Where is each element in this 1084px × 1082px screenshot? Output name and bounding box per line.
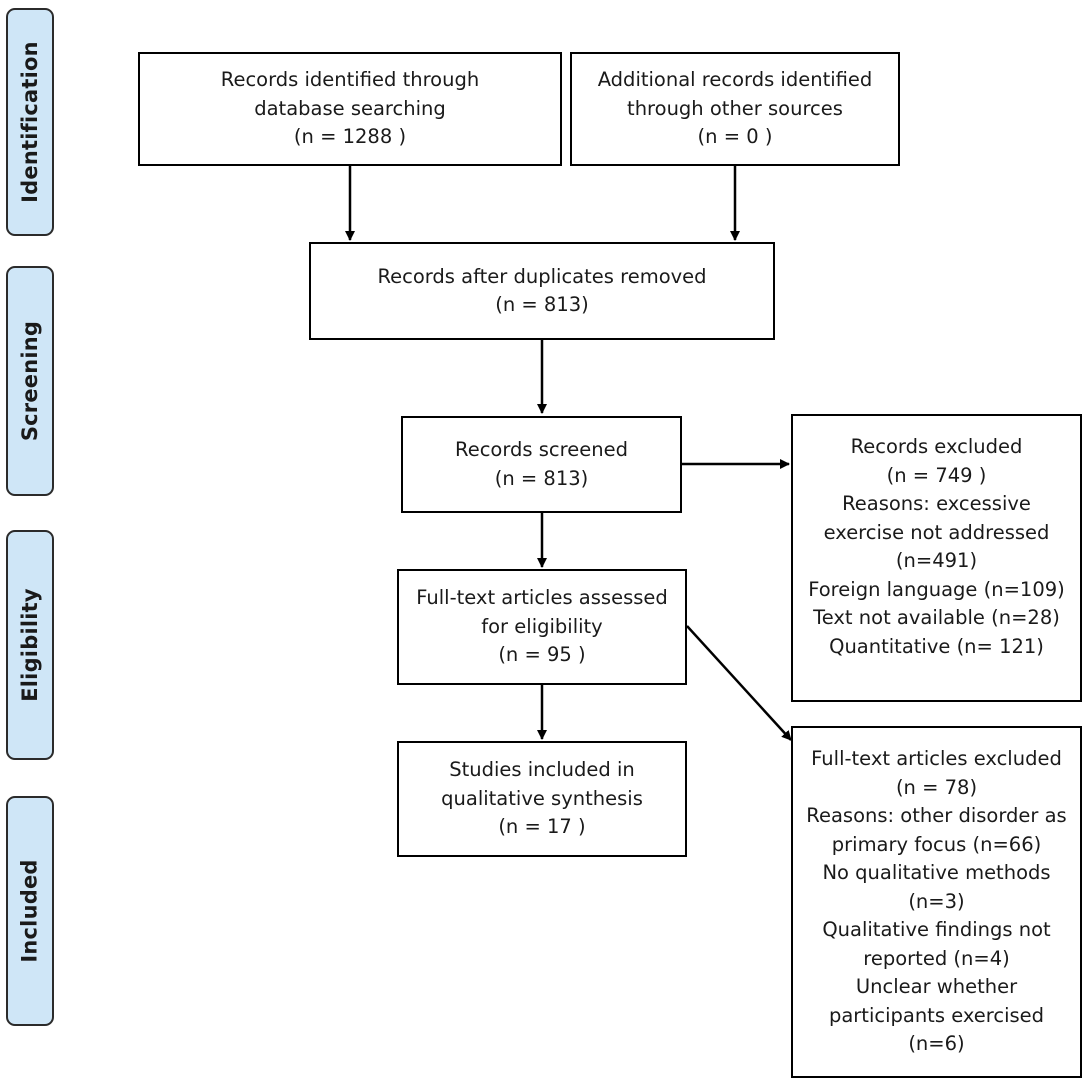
box-line: Quantitative (n= 121) bbox=[829, 634, 1044, 658]
box-database-records: Records identified through database sear… bbox=[138, 52, 562, 166]
box-count: (n = 0 ) bbox=[697, 125, 773, 149]
box-line: (n=3) bbox=[908, 889, 965, 913]
box-count: (n = 95 ) bbox=[498, 643, 586, 667]
box-line: (n=491) bbox=[895, 549, 978, 572]
box-records-screened: Records screened (n = 813) bbox=[401, 416, 682, 513]
box-line: Records identified through bbox=[220, 68, 480, 92]
box-count: (n = 17 ) bbox=[498, 815, 586, 839]
box-line: No qualitative methods bbox=[822, 861, 1051, 884]
phase-label-included: Included bbox=[6, 796, 54, 1026]
box-other-sources: Additional records identified through ot… bbox=[570, 52, 900, 166]
box-studies-included: Studies included in qualitative synthesi… bbox=[397, 741, 687, 857]
box-line: through other sources bbox=[627, 96, 843, 120]
box-line: (n=6) bbox=[908, 1032, 965, 1055]
box-line: Full-text articles excluded bbox=[811, 747, 1062, 770]
box-count: (n = 813) bbox=[494, 466, 589, 490]
box-line: reported (n=4) bbox=[863, 946, 1010, 970]
box-count: (n = 749 ) bbox=[886, 463, 987, 487]
box-line: exercise not addressed bbox=[823, 520, 1050, 544]
box-line: Reasons: excessive bbox=[842, 492, 1031, 515]
box-line: Qualitative findings not bbox=[822, 918, 1051, 941]
phase-label-identification: Identification bbox=[6, 8, 54, 236]
box-line: Text not available (n=28) bbox=[813, 606, 1060, 629]
box-line: Full-text articles assessed bbox=[416, 586, 668, 610]
box-fulltext-excluded: Full-text articles excluded (n = 78) Rea… bbox=[791, 726, 1082, 1078]
box-count: (n = 813) bbox=[495, 293, 589, 316]
box-count: (n = 1288 ) bbox=[293, 125, 407, 149]
box-line: Reasons: other disorder as bbox=[806, 804, 1067, 827]
box-line: qualitative synthesis bbox=[441, 786, 643, 810]
arrow-fulltext-to-excluded bbox=[686, 625, 792, 741]
box-line: Records after duplicates removed bbox=[377, 264, 707, 288]
box-line: Additional records identified bbox=[597, 68, 873, 92]
box-records-excluded: Records excluded (n = 749 ) Reasons: exc… bbox=[791, 414, 1082, 702]
box-line: Records screened bbox=[455, 438, 628, 461]
box-line: Studies included in bbox=[449, 758, 635, 782]
box-line: Records excluded bbox=[850, 435, 1023, 458]
phase-label-screening: Screening bbox=[6, 266, 54, 496]
box-count: (n = 78) bbox=[895, 775, 978, 799]
phase-label-eligibility: Eligibility bbox=[6, 530, 54, 760]
box-line: Foreign language (n=109) bbox=[808, 577, 1065, 601]
box-line: database searching bbox=[254, 96, 446, 120]
box-line: primary focus (n=66) bbox=[831, 832, 1042, 856]
box-line: participants exercised bbox=[828, 1003, 1045, 1027]
box-fulltext-assessed: Full-text articles assessed for eligibil… bbox=[397, 569, 687, 685]
box-line: Unclear whether bbox=[855, 975, 1018, 998]
box-after-duplicates: Records after duplicates removed (n = 81… bbox=[309, 242, 775, 340]
box-line: for eligibility bbox=[481, 614, 603, 638]
